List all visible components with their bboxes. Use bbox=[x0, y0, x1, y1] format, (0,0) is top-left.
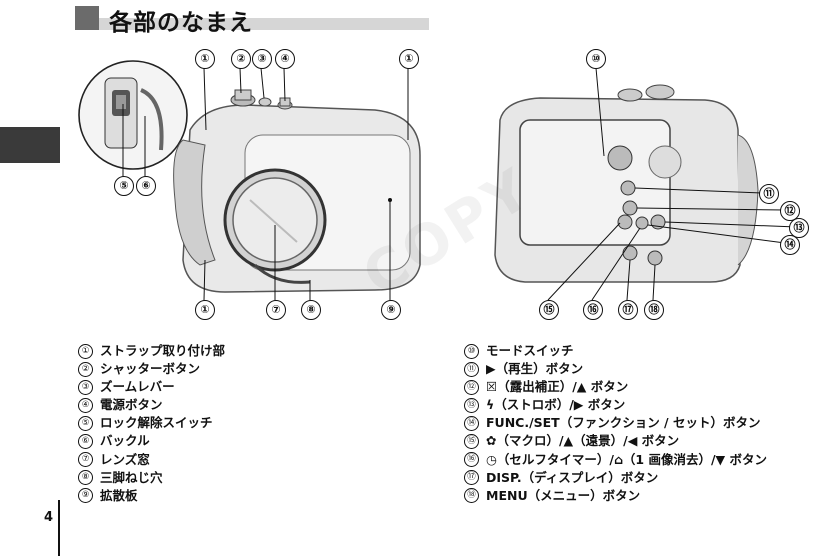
header-square-icon bbox=[75, 6, 99, 30]
list-item: ⑫☒（露出補正）/▲ ボタン bbox=[464, 378, 767, 396]
page-number: 4 bbox=[44, 510, 54, 525]
header-underline bbox=[87, 18, 429, 30]
back-callout-17: ⑰ bbox=[618, 300, 638, 320]
back-callout-12: ⑫ bbox=[780, 201, 800, 221]
list-item: ⑪▶（再生）ボタン bbox=[464, 360, 767, 378]
front-view-illustration: ① ② ③ ④ ① ⑤ ⑥ ① ⑦ ⑧ ⑨ bbox=[75, 49, 435, 320]
back-callout-11: ⑪ bbox=[759, 184, 779, 204]
front-callout-1b: ① bbox=[399, 49, 419, 69]
page-title: 各部のなまえ bbox=[109, 10, 253, 36]
list-item: ⑯◷（セルフタイマー）/⌂（1 画像消去）/▼ ボタン bbox=[464, 451, 767, 469]
back-callout-10: ⑩ bbox=[586, 49, 606, 69]
front-callout-4: ④ bbox=[275, 49, 295, 69]
front-callout-5: ⑤ bbox=[114, 176, 134, 196]
front-callout-8: ⑧ bbox=[301, 300, 321, 320]
front-callout-9: ⑨ bbox=[381, 300, 401, 320]
back-callout-15: ⑮ bbox=[539, 300, 559, 320]
front-callout-2: ② bbox=[231, 49, 251, 69]
front-callout-3: ③ bbox=[252, 49, 272, 69]
section-tab bbox=[0, 127, 60, 163]
back-callout-14: ⑭ bbox=[780, 235, 800, 255]
front-callout-1: ① bbox=[195, 49, 215, 69]
mode-switch bbox=[607, 145, 633, 171]
back-view-illustration: ⑩ ⑪ ⑫ ⑬ ⑭ ⑮ ⑯ ⑰ ⑱ bbox=[480, 49, 810, 320]
section-header: 各部のなまえ bbox=[75, 4, 429, 36]
back-callout-13: ⑬ bbox=[789, 218, 809, 238]
back-callout-16: ⑯ bbox=[583, 300, 603, 320]
front-callout-6: ⑥ bbox=[136, 176, 156, 196]
front-callout-1c: ① bbox=[195, 300, 215, 320]
list-item: ⑮✿（マクロ）/▲（遠景）/◀ ボタン bbox=[464, 432, 767, 450]
back-callout-18: ⑱ bbox=[644, 300, 664, 320]
front-callout-7: ⑦ bbox=[266, 300, 286, 320]
page-divider bbox=[58, 500, 60, 556]
